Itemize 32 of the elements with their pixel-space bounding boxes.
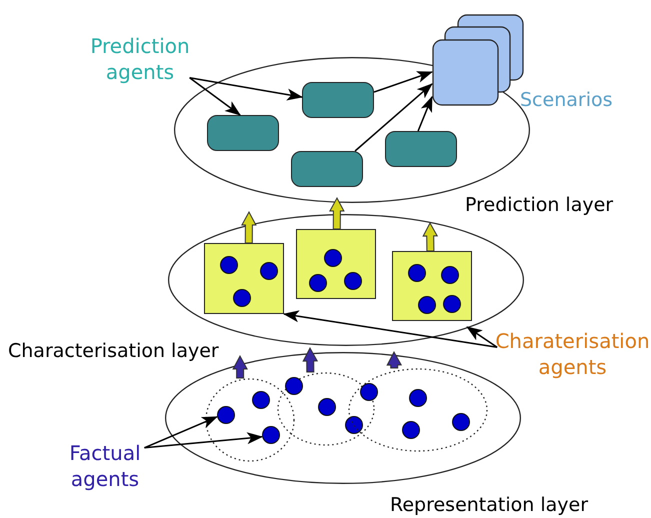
block-arrow (386, 350, 402, 368)
block-arrow (302, 346, 318, 372)
layer-label: Characterisation layer (8, 341, 219, 362)
agent-box (291, 151, 363, 187)
scenario-label: Scenarios (520, 90, 612, 111)
annotation-label: Prediction agents (78, 20, 202, 97)
agent-dot (262, 426, 280, 444)
block-arrow (422, 222, 438, 252)
arrow (417, 96, 433, 132)
agent-dot (252, 391, 270, 409)
arrow (144, 432, 263, 449)
cluster-box (392, 251, 472, 321)
cluster-box (296, 229, 376, 299)
arrow (189, 77, 303, 100)
cluster-box (204, 243, 284, 314)
agent-box (302, 82, 374, 118)
agent-dot (217, 406, 235, 424)
agent-box (207, 115, 279, 151)
arrow (144, 416, 218, 448)
arrow (354, 83, 433, 152)
annotation-label: Charaterisation agents (494, 328, 651, 380)
agent-box (385, 131, 457, 167)
arrow (466, 326, 498, 348)
block-arrow (232, 354, 248, 378)
arrow (283, 310, 498, 348)
layer-label: Representation layer (390, 495, 588, 516)
arrow (189, 77, 241, 116)
annotation-label: Factual agents (64, 440, 146, 492)
layer-label: Prediction layer (465, 195, 614, 216)
arrow (374, 71, 433, 93)
block-arrow (241, 210, 257, 244)
block-arrow (329, 196, 345, 230)
